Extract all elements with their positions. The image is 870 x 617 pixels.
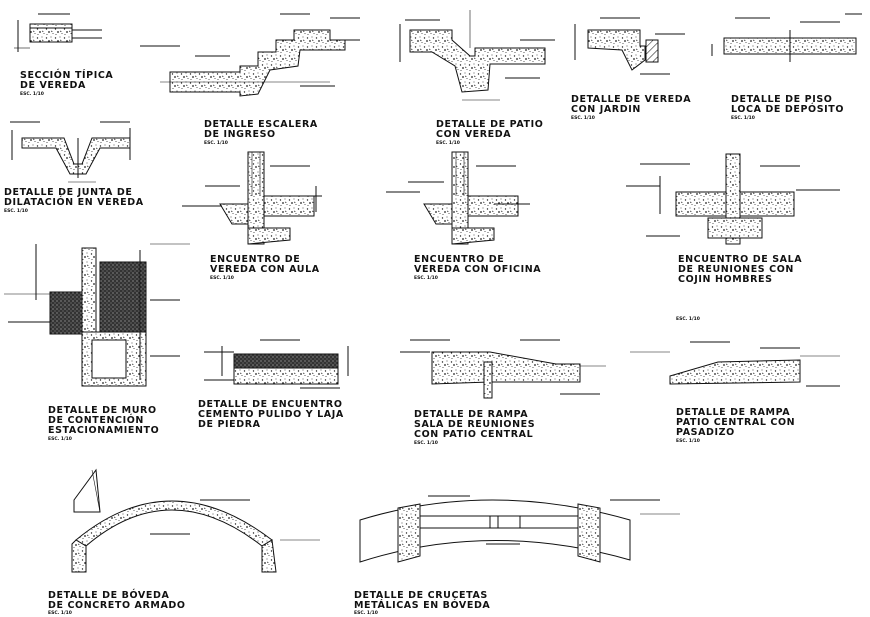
scale-entry-stair: ESC. 1/10 (204, 141, 228, 146)
scale-patio-sidewalk: ESC. 1/10 (436, 141, 460, 146)
scale-ramp-patio: ESC. 1/10 (676, 439, 700, 444)
scale-ramp-meeting: ESC. 1/10 (414, 441, 438, 446)
scale-sidewalk-office: ESC. 1/10 (414, 276, 438, 281)
detail-sidewalk-garden-drawing (574, 17, 685, 75)
scale-concrete-vault: ESC. 1/10 (48, 611, 72, 616)
detail-expansion-joint-drawing (10, 121, 131, 183)
scale-steel-truss-vault: ESC. 1/10 (354, 611, 378, 616)
detail-steel-truss-vault-drawing (359, 495, 680, 563)
scale-expansion-joint: ESC. 1/10 (4, 209, 28, 214)
detail-ramp-patio-drawing (630, 341, 840, 387)
detail-ramp-meeting-drawing (400, 339, 606, 399)
scale-warehouse-floor: ESC. 1/10 (731, 116, 755, 121)
scale-ramp-patio-top: ESC. 1/10 (676, 317, 700, 322)
scale-typical-sidewalk: ESC. 1/10 (20, 92, 44, 97)
detail-sidewalk-classroom-drawing (182, 151, 322, 245)
scale-sidewalk-classroom: ESC. 1/10 (210, 276, 234, 281)
detail-concrete-vault-drawing (71, 468, 320, 573)
detail-retaining-wall-drawing (4, 243, 190, 387)
detail-sidewalk-office-drawing (386, 151, 530, 245)
scale-retaining-wall: ESC. 1/10 (48, 437, 72, 442)
detail-typical-sidewalk-drawing (14, 13, 102, 52)
detail-patio-sidewalk-drawing (399, 10, 555, 101)
detail-warehouse-floor-drawing (711, 13, 862, 62)
detail-entry-stair-drawing (140, 13, 360, 97)
detail-polished-cement-drawing (204, 339, 349, 389)
detail-meeting-room-drawing (626, 153, 840, 245)
scale-sidewalk-garden: ESC. 1/10 (571, 116, 595, 121)
